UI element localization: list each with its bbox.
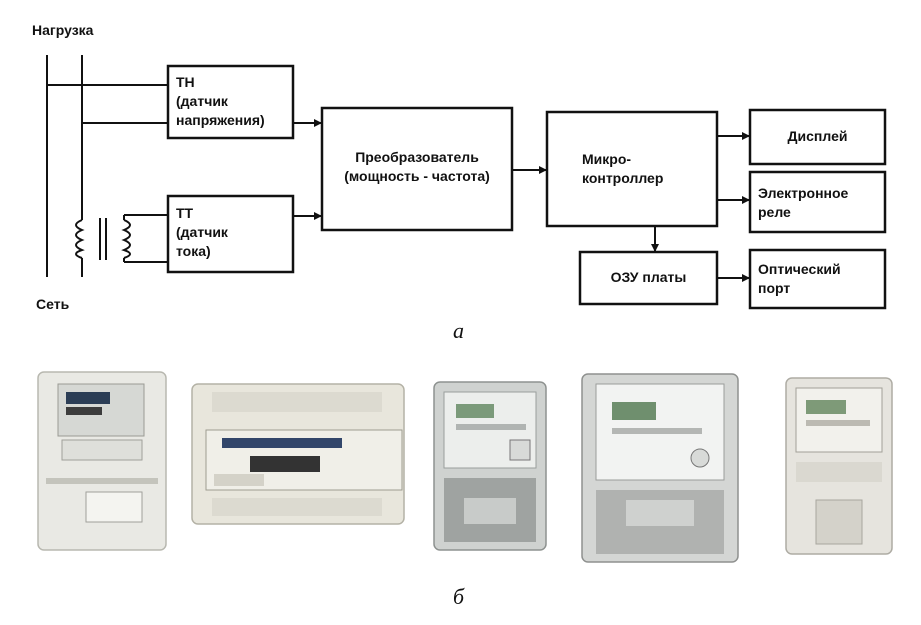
tt-block-text: ТТ (датчик тока) — [176, 205, 228, 259]
meter-photo-2 — [191, 383, 405, 525]
transformer-secondary-coil — [121, 219, 131, 259]
meter-photo-3 — [433, 381, 547, 551]
meter-photo-1 — [37, 371, 167, 551]
display-block — [748, 108, 887, 166]
network-label: Сеть — [36, 296, 70, 312]
ram-block-text: ОЗУ платы — [610, 269, 687, 285]
optical-block-text: Оптический порт — [758, 261, 841, 296]
display-block-text: Дисплей — [787, 128, 848, 144]
mcu-block — [545, 110, 719, 228]
load-label: Нагрузка — [32, 22, 94, 38]
tn-block — [166, 64, 295, 140]
relay-block-text: Электронное реле — [758, 185, 849, 220]
tt-block — [166, 194, 295, 274]
relay-block — [748, 170, 887, 234]
meter-photo-5 — [785, 377, 893, 555]
converter-block-text: Преобразователь (мощность - частота) — [344, 149, 490, 184]
optical-block — [748, 248, 887, 310]
caption-a: а — [453, 318, 464, 343]
meter-photo-4 — [581, 373, 739, 563]
tn-block-text: ТН (датчик напряжения) — [176, 74, 265, 128]
transformer-primary-coil — [75, 219, 85, 259]
mcu-block-text: Микро- контроллер — [582, 151, 664, 186]
caption-b: б — [453, 584, 465, 609]
ram-block — [578, 250, 719, 306]
